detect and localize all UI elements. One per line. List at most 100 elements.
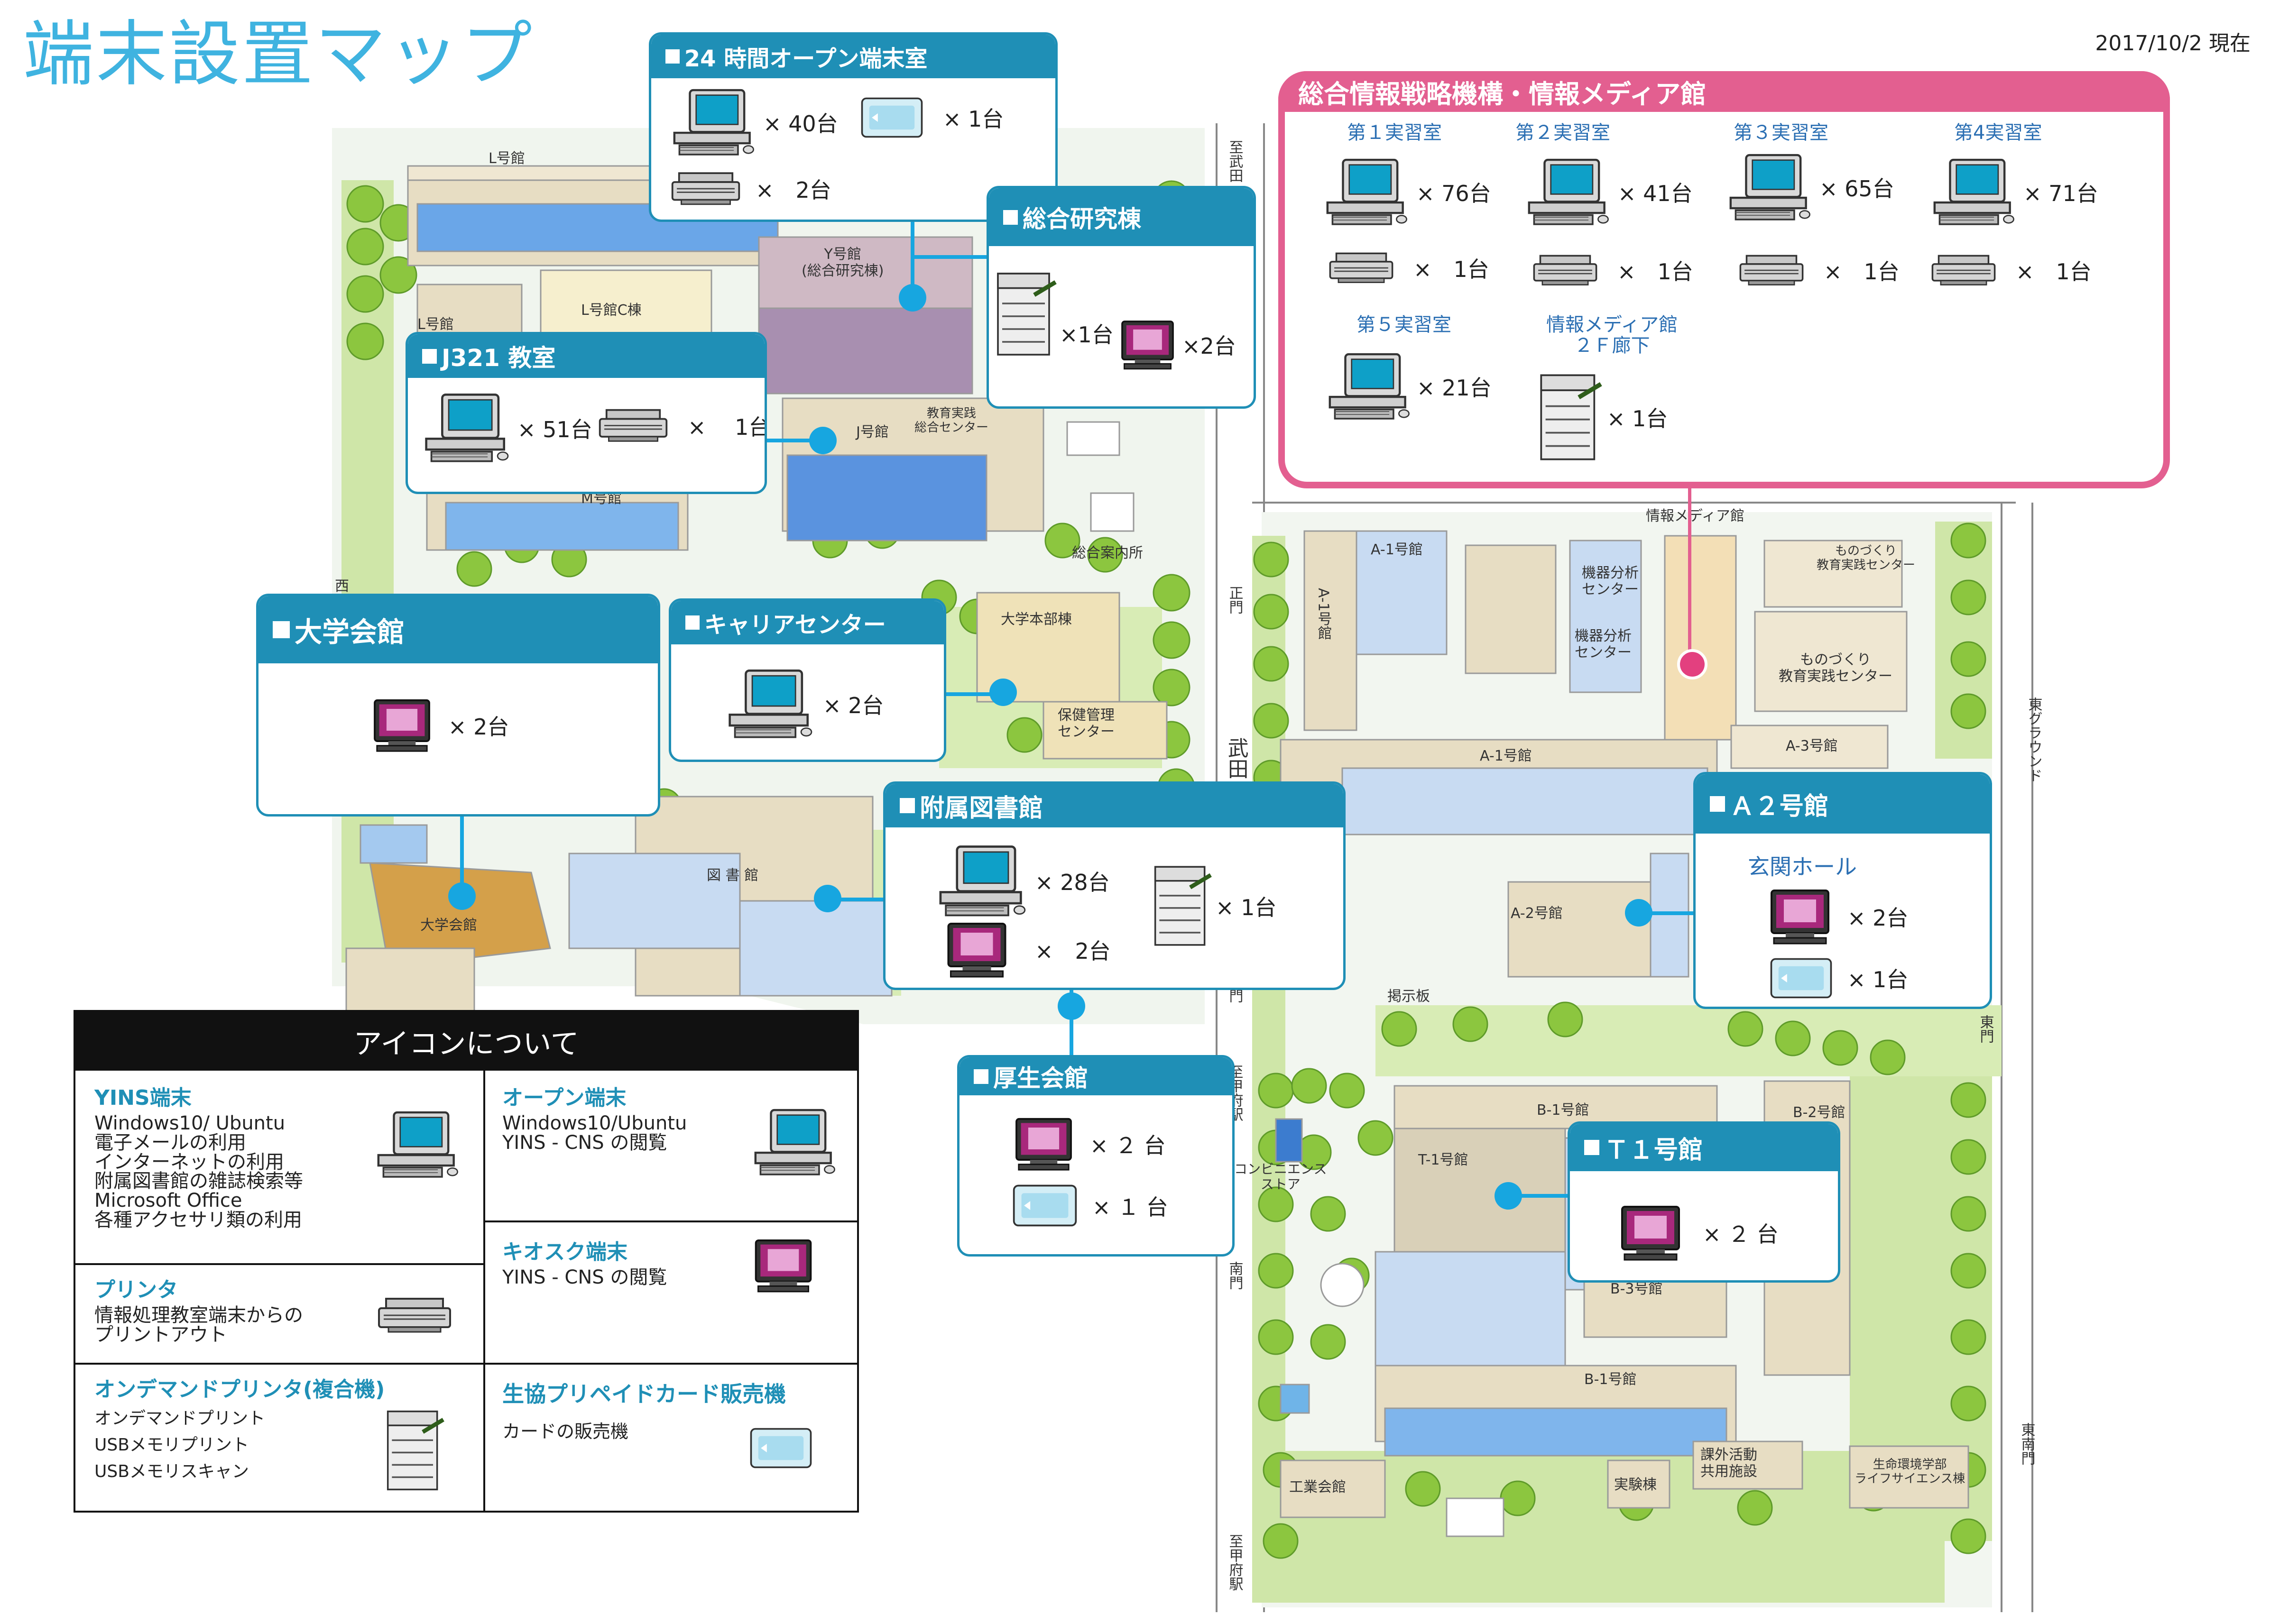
label-west: 西 — [335, 578, 349, 595]
gate-mon: 門 — [1226, 989, 1243, 1003]
building-y: Y号館 (総合研究棟) — [802, 246, 884, 279]
room5-pc-count: × 21台 — [1417, 375, 1492, 401]
room2-pc-count: × 41台 — [1618, 181, 1693, 206]
room1-printer-count: × 1台 — [1413, 257, 1489, 282]
printer-icon — [598, 405, 669, 446]
room1-pc-count: × 76台 — [1416, 181, 1491, 206]
legend-yins-line: Microsoft Office — [94, 1190, 242, 1212]
panel-a2-title: Ａ２号館 — [1730, 792, 1829, 821]
building-t1: T-1号館 — [1418, 1152, 1468, 1168]
legend-yins: YINS端末 Windows10/ Ubuntu 電子メールの利用 インターネッ… — [94, 1081, 474, 1230]
room5-label: 第５実習室 — [1356, 314, 1451, 336]
prepaid-card-icon — [1012, 1183, 1078, 1228]
panel-sogo-title: 総合研究棟 — [1023, 205, 1141, 233]
prepaid-card-icon — [1769, 957, 1833, 1000]
room3-printer-count: × 1台 — [1824, 259, 1900, 284]
legend-open-line: YINS - CNS の閲覧 — [502, 1131, 667, 1154]
t1-kiosk-count: × ２ 台 — [1703, 1221, 1779, 1247]
building-convenience: コンビニエンス ストア — [1234, 1161, 1327, 1193]
yins-terminal-icon — [1930, 156, 2016, 228]
prepaid-card-icon — [860, 96, 924, 139]
building-annai: 総合案内所 — [1072, 545, 1143, 561]
legend-printer-line: 情報処理教室端末からの — [94, 1304, 303, 1326]
legend-card: 生協プリペイドカード販売機 カードの販売機 — [502, 1377, 834, 1441]
a2-kiosk-count: × 2台 — [1847, 905, 1909, 931]
legend-yins-line: 各種アクセサリ類の利用 — [94, 1209, 302, 1231]
road-to-kofu-2: 至甲府駅 — [1226, 1534, 1243, 1591]
building-kyoiku: 教育実践 総合センター — [914, 406, 989, 435]
legend-mfp-line: USBメモリプリント — [94, 1435, 249, 1455]
room2-printer-count: × 1台 — [1617, 259, 1693, 284]
printer-icon — [1532, 251, 1598, 289]
printer-icon — [1930, 251, 1997, 289]
open-terminal-icon — [751, 1107, 837, 1178]
page-title: 端末設置マップ — [23, 13, 535, 96]
panel-open24-title: 24 時間オープン端末室 — [684, 46, 928, 72]
gate-seimon: 正門 — [1226, 586, 1243, 614]
legend-printer-title: プリンタ — [94, 1278, 178, 1302]
panel-kosei-title: 厚生会館 — [993, 1064, 1088, 1092]
panel-media-title: 総合情報戦略機構・情報メディア館 — [1278, 71, 2170, 112]
building-a1-top: A-1号館 — [1371, 541, 1423, 558]
kiosk-terminal-icon — [942, 921, 1011, 978]
panel-sogo: 総合研究棟 ×1台 ×2台 — [987, 186, 1256, 409]
legend-yins-line: 電子メールの利用 — [94, 1131, 246, 1154]
kiosk-terminal-icon — [1012, 1117, 1076, 1171]
library-mfp-count: × 1台 — [1216, 894, 1277, 920]
legend-printer: プリンタ 情報処理教室端末からの プリントアウト — [94, 1273, 426, 1345]
building-a1-mid: A-1号館 — [1480, 748, 1532, 764]
building-library: 図 書 館 — [707, 867, 759, 884]
sogo-kiosk-count: ×2台 — [1182, 333, 1236, 359]
kosei-kiosk-count: × ２ 台 — [1090, 1132, 1166, 1158]
kosei-card-count: × １ 台 — [1092, 1194, 1168, 1220]
location-dot-kaikan — [448, 882, 476, 910]
kaikan-kiosk-count: × 2台 — [448, 714, 509, 740]
open24-printer-count: × 2台 — [756, 177, 831, 203]
a2-card-count: × 1台 — [1847, 967, 1909, 992]
mfp-printer-icon — [1537, 370, 1603, 465]
legend-yins-line: インターネットの利用 — [94, 1151, 284, 1173]
yins-terminal-icon — [1326, 351, 1411, 422]
j321-printer-count: × 1台 — [688, 414, 767, 440]
label-east-ground: 東グラウンド — [2025, 697, 2042, 782]
career-pc-count: × 2台 — [823, 692, 884, 718]
location-dot-j321 — [809, 427, 837, 454]
room1-label: 第１実習室 — [1347, 122, 1442, 144]
legend-mfp-line: オンデマンドプリント — [94, 1409, 266, 1428]
library-pc-count: × 28台 — [1035, 870, 1110, 895]
building-mono2: ものづくり 教育実践センター — [1779, 651, 1892, 685]
kiosk-terminal-icon — [1118, 319, 1177, 371]
building-kiki2: 機器分析 センター — [1575, 628, 1632, 661]
open-terminal-icon — [726, 667, 813, 741]
mfp-printer-icon — [1151, 860, 1213, 952]
room4-label: 第4実習室 — [1954, 122, 2042, 144]
legend-mfp-title: オンデマンドプリンタ(複合機) — [94, 1377, 385, 1402]
legend-printer-line: プリントアウト — [94, 1323, 227, 1346]
road-takeda: 武田 — [1224, 737, 1248, 779]
panel-media — [1278, 71, 2170, 488]
building-seimei: 生命環境学部 ライフサイエンス棟 — [1855, 1458, 1965, 1486]
legend-open-title: オープン端末 — [502, 1086, 627, 1110]
building-kiki1: 機器分析 センター — [1582, 565, 1639, 598]
prepaid-card-icon — [749, 1427, 813, 1469]
building-honbu: 大学本部棟 — [1001, 611, 1072, 628]
panel-open24: 24 時間オープン端末室 × 40台 × 1台 × 2台 — [649, 32, 1058, 222]
yins-terminal-icon — [422, 391, 510, 465]
location-dot-sogo — [899, 284, 926, 312]
panel-kaikan-title: 大学会館 — [294, 616, 405, 648]
room3-pc-count: × 65台 — [1819, 176, 1894, 202]
a2-sublabel: 玄関ホール — [1748, 854, 1857, 880]
media-hall-label: 情報メディア館 ２Ｆ廊下 — [1546, 314, 1678, 357]
legend-yins-line: Windows10/ Ubuntu — [94, 1112, 286, 1134]
location-dot-library — [814, 885, 841, 912]
room4-pc-count: × 71台 — [2023, 181, 2098, 206]
room3-label: 第３実習室 — [1734, 122, 1828, 144]
location-dot-media — [1677, 649, 1707, 679]
location-dot-a2 — [1625, 899, 1652, 927]
building-kaikan: 大学会館 — [420, 917, 477, 934]
building-b3: B-3号館 — [1610, 1281, 1663, 1297]
panel-library-title: 附属図書館 — [920, 794, 1043, 823]
label-keiji: 掲示板 — [1387, 988, 1430, 1005]
building-mono1: ものづくり 教育実践センター — [1817, 544, 1916, 572]
building-hoken: 保健管理 センター — [1058, 707, 1115, 740]
